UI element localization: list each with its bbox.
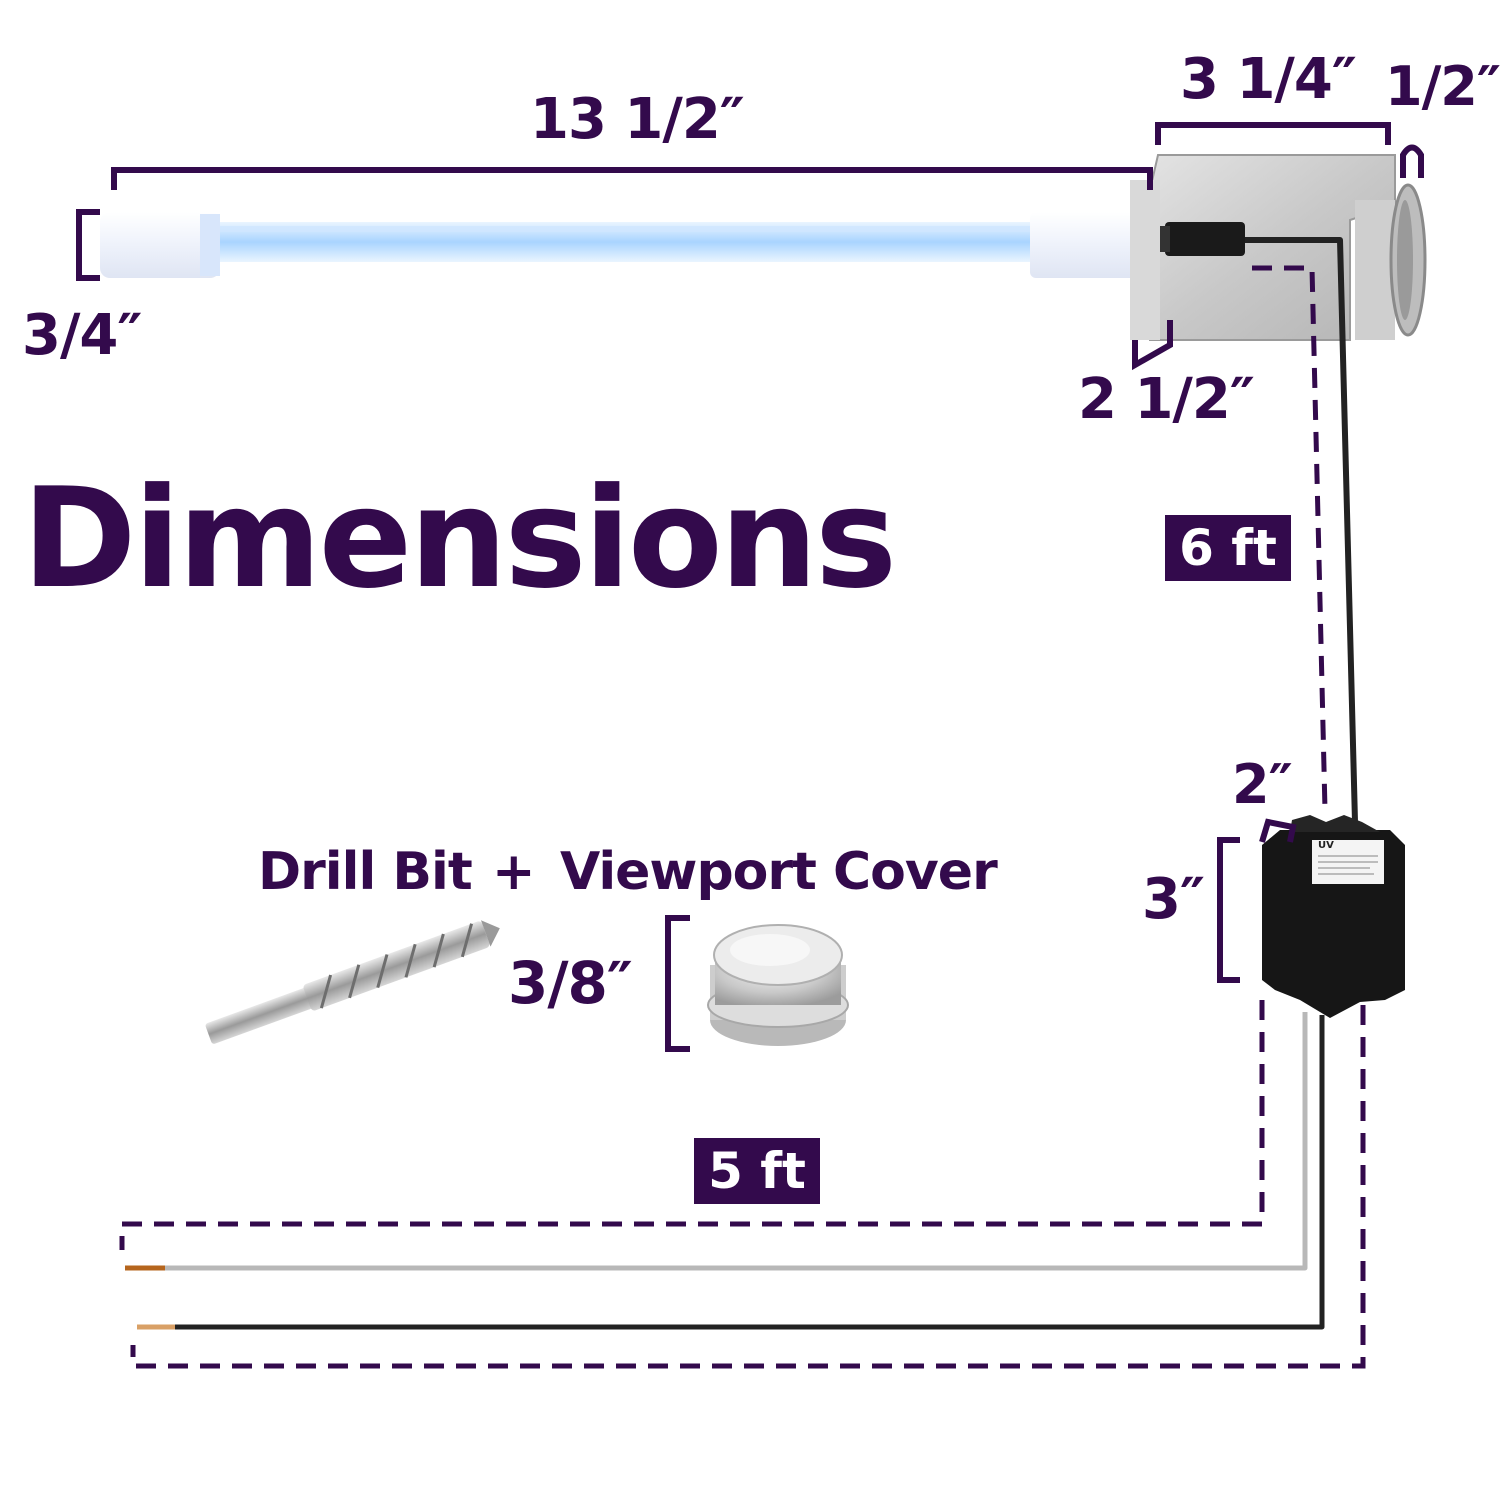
ballast-depth-line: [1259, 818, 1297, 843]
bracket-width-line: [1155, 122, 1391, 145]
ballast: [1262, 815, 1405, 1018]
page-title: Dimensions: [22, 458, 897, 619]
drill-bit-label: Drill Bit: [258, 842, 473, 902]
lamp-end-cap-right: [1030, 212, 1140, 278]
bracket-height-line: [1132, 320, 1173, 371]
lamp-cord-dim-line: [1252, 265, 1328, 811]
viewport-size-label: 3/8″: [508, 949, 633, 1017]
lamp-end-cap-left: [100, 212, 220, 278]
viewport-cover-image: [707, 924, 849, 1046]
power-cord-dim-line-inner: [119, 1000, 1265, 1250]
ballast-label-brand: UV: [1318, 840, 1334, 851]
mounting-bracket: [1130, 154, 1427, 341]
drill-bit-image: [205, 920, 500, 1044]
uv-lamp: [100, 191, 1164, 299]
viewport-cover-label: Viewport Cover: [560, 842, 998, 902]
lamp-diameter-label: 3/4″: [22, 303, 142, 368]
ballast-depth-label: 2″: [1232, 753, 1293, 816]
power-cord-gray: [165, 1012, 1308, 1271]
ballast-height-label: 3″: [1142, 867, 1205, 932]
dimension-lines: [76, 122, 1424, 1052]
bracket-gap-line: [1400, 144, 1424, 178]
bracket-gap-label: 1/2″: [1385, 55, 1500, 118]
lamp-connector: [1165, 222, 1245, 256]
lamp-cord-length-badge: 6 ft: [1165, 515, 1291, 581]
lamp-cord: [1245, 237, 1358, 823]
power-cord-black: [175, 1015, 1325, 1330]
lamp-length-bracket: [111, 167, 1153, 190]
lamp-diameter-bracket: [76, 209, 100, 281]
viewport-size-bracket: [665, 915, 690, 1052]
bracket-width-label: 3 1/4″: [1180, 47, 1357, 112]
plus-sign: +: [492, 842, 536, 902]
ballast-height-line: [1217, 837, 1240, 983]
power-cord-dim-line-outer: [130, 1005, 1366, 1369]
lamp-glow-edge: [205, 226, 1045, 232]
bracket-height-label: 2 1/2″: [1078, 367, 1255, 432]
power-cord-length-badge: 5 ft: [694, 1138, 820, 1204]
lamp-length-label: 13 1/2″: [530, 87, 745, 152]
